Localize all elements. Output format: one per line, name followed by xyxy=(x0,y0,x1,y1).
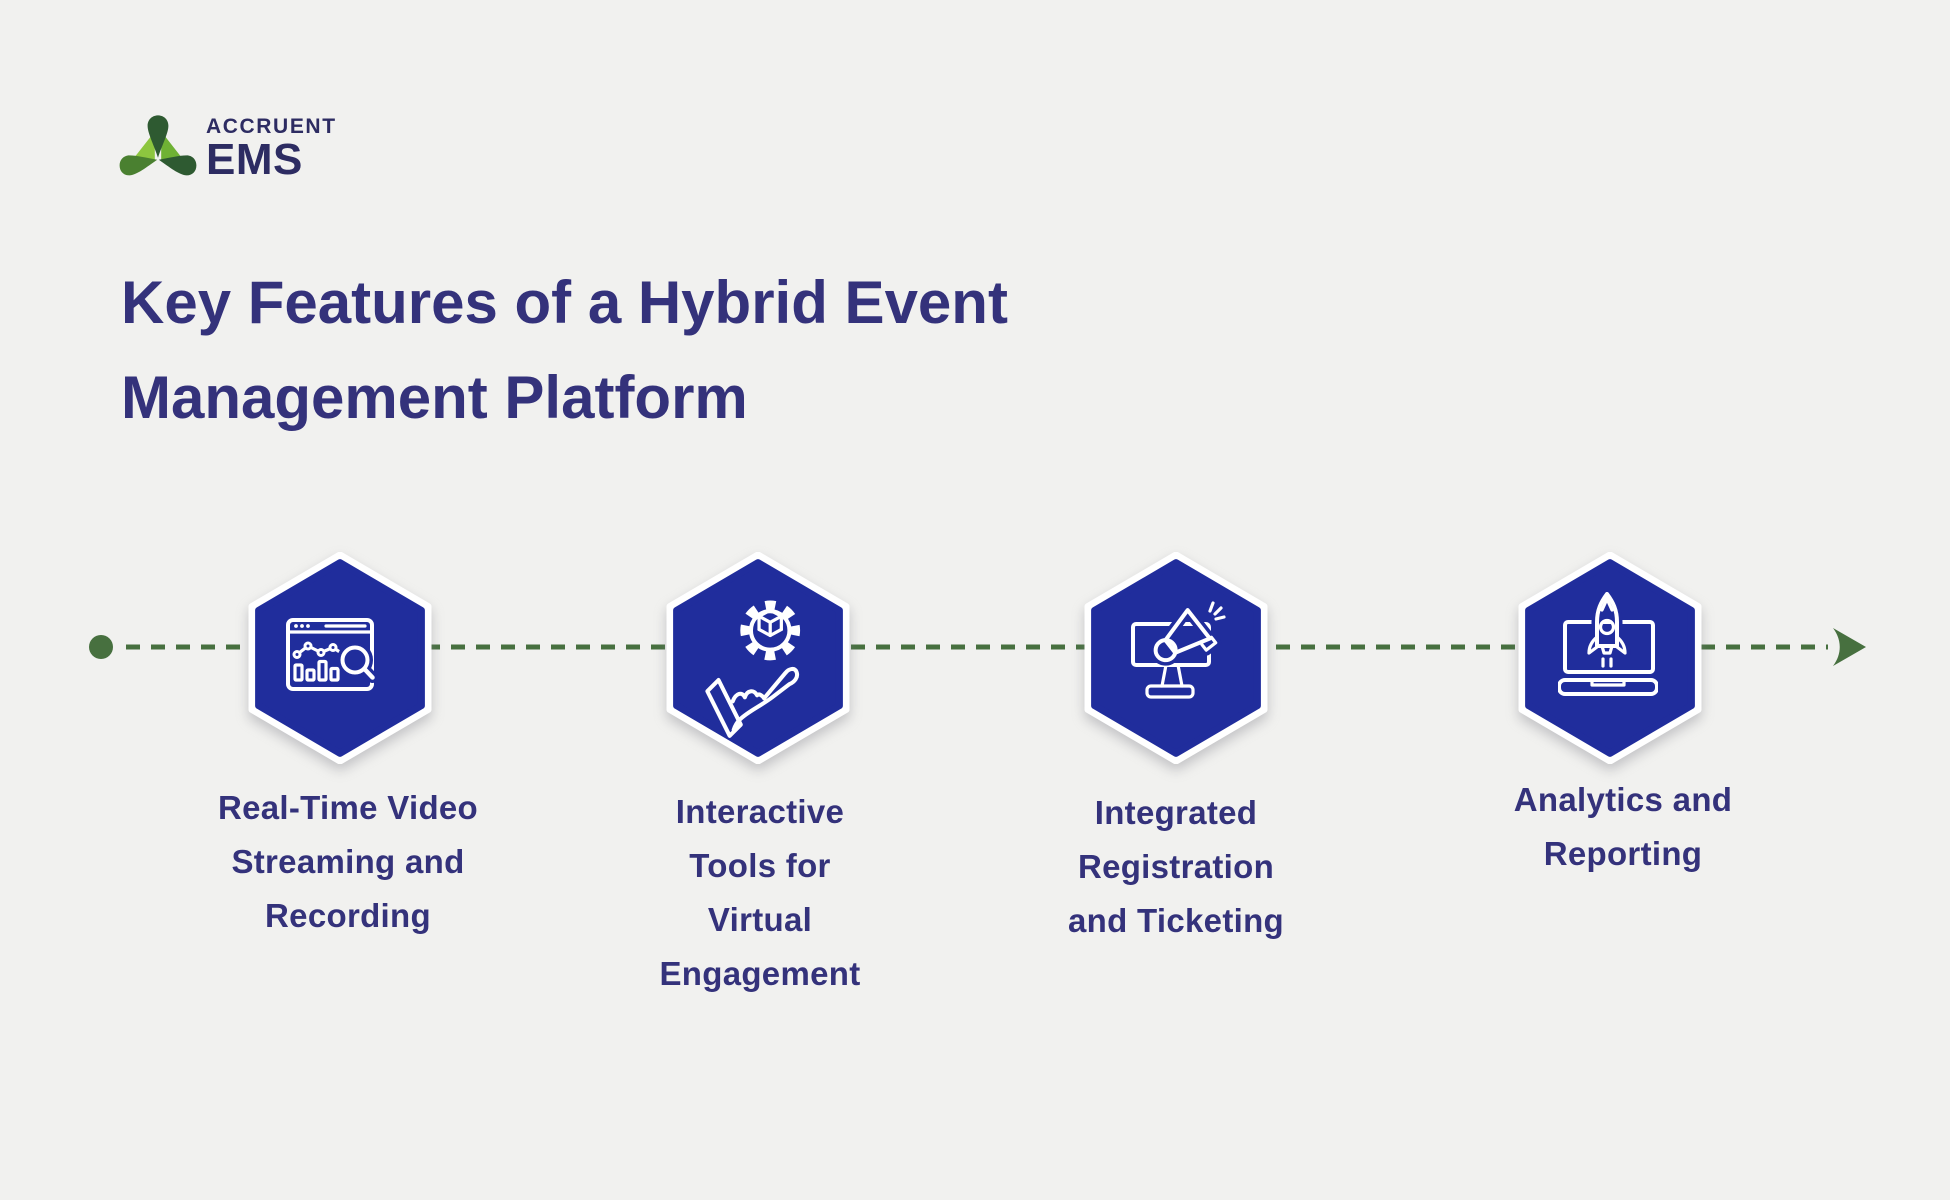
laptop-rocket-icon xyxy=(1558,592,1658,696)
feature-hexagon-4 xyxy=(1518,552,1702,764)
feature-hexagon-2 xyxy=(666,552,850,764)
logo-product-name: EMS xyxy=(206,135,303,184)
monitor-megaphone-icon xyxy=(1131,601,1226,699)
hexagon-badge xyxy=(666,552,850,764)
accruent-logo-mark-icon xyxy=(119,115,197,176)
timeline-start-dot xyxy=(89,635,113,659)
logo-text: ACCRUENT EMS xyxy=(206,112,337,182)
feature-hexagon-3 xyxy=(1084,552,1268,764)
timeline-arrowhead-icon xyxy=(1833,628,1866,666)
browser-analytics-icon xyxy=(286,618,376,691)
logo-brand-name: ACCRUENT xyxy=(206,115,337,138)
hand-gear-icon xyxy=(705,600,801,738)
feature-hexagon-1 xyxy=(248,552,432,764)
accruent-ems-logo: ACCRUENT EMS xyxy=(118,112,337,182)
